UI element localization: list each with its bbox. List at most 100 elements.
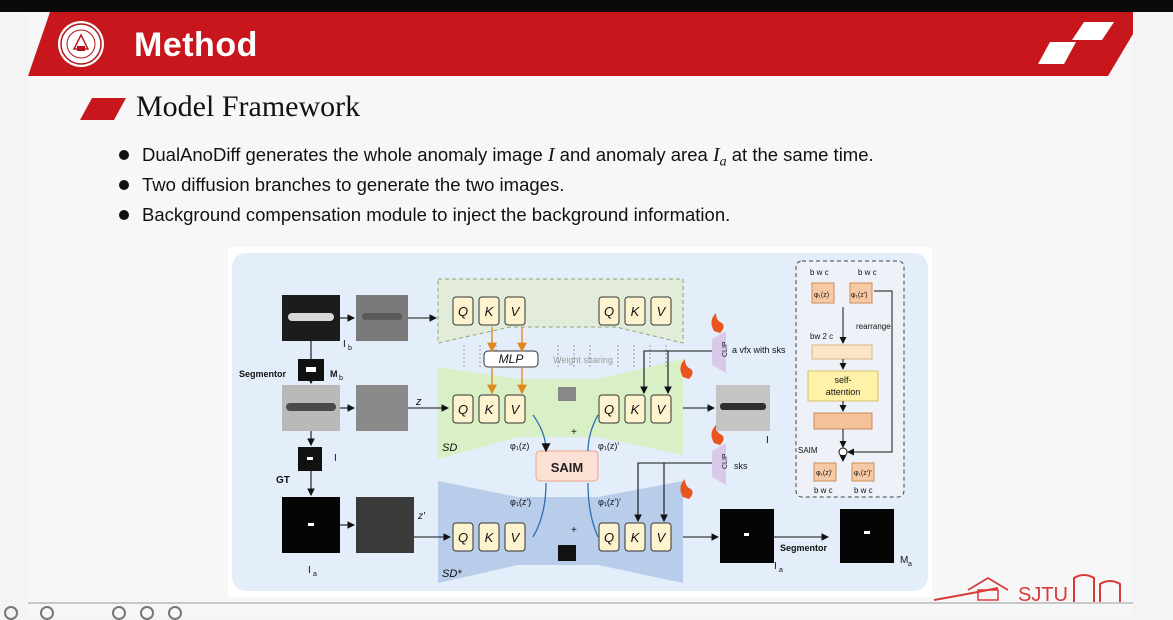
svg-text:φ₁(z)': φ₁(z)'	[598, 441, 619, 451]
subtitle-marker-icon	[80, 98, 126, 120]
svg-text:φ₁(z): φ₁(z)	[510, 441, 529, 451]
svg-text:a: a	[779, 567, 783, 574]
svg-text:SD: SD	[442, 442, 457, 454]
svg-text:V: V	[511, 402, 521, 417]
svg-text:φ₁(z')': φ₁(z')'	[598, 497, 621, 507]
svg-text:I: I	[774, 561, 777, 572]
svg-text:a: a	[908, 561, 912, 568]
header-deco-block-2	[1072, 22, 1114, 40]
clip-encoder-bottom	[712, 443, 726, 485]
svg-text:I: I	[308, 565, 311, 576]
svg-text:V: V	[511, 304, 521, 319]
header-band	[28, 12, 1133, 76]
svg-text:Q: Q	[604, 402, 614, 417]
svg-text:I: I	[343, 339, 346, 350]
latent-thumbnail-sd	[558, 387, 576, 401]
nav-prev-icon[interactable]	[4, 606, 18, 620]
top-black-bar	[0, 0, 1173, 12]
v-block-sd-left	[504, 394, 526, 424]
svg-text:φ₁(z'): φ₁(z')	[851, 292, 867, 299]
svg-text:Q: Q	[458, 304, 468, 319]
q-block-top-right	[598, 296, 620, 326]
svg-text:SAIM: SAIM	[798, 446, 818, 455]
bullet-item-2: Two diffusion branches to generate the t…	[116, 172, 1066, 202]
saim-block	[535, 450, 599, 482]
q-block-sd-right	[598, 394, 620, 424]
svg-text:V: V	[511, 530, 521, 545]
v-block-sdstar-left	[504, 522, 526, 552]
svg-text:K: K	[485, 402, 495, 417]
svg-text:CLIP: CLIP	[722, 341, 729, 357]
svg-text:+: +	[571, 525, 577, 536]
svg-text:b w c: b w c	[858, 268, 877, 277]
weight-sharing-unet-top	[437, 278, 684, 344]
svg-text:rearrange: rearrange	[856, 322, 891, 331]
k-block-sd-left	[478, 394, 500, 424]
svg-text:MLP: MLP	[499, 352, 524, 366]
v-block-sd-right	[650, 394, 672, 424]
v-block-top-right	[650, 296, 672, 326]
svg-text:φ₁(z'): φ₁(z')	[510, 497, 531, 507]
svg-text:Segmentor: Segmentor	[239, 369, 287, 379]
latent-thumbnail-sdstar	[558, 545, 576, 561]
svg-text:φ₁(z)': φ₁(z)'	[816, 470, 832, 477]
svg-text:V: V	[657, 402, 667, 417]
nav-next-icon[interactable]	[40, 606, 54, 620]
svg-text:K: K	[631, 402, 641, 417]
k-block-top-left	[478, 296, 500, 326]
concat-feature	[811, 344, 873, 360]
svg-text:Q: Q	[458, 530, 468, 545]
generated-mask-ma	[840, 509, 894, 563]
svg-text:z': z'	[417, 511, 426, 522]
sjtu-footer-logo-icon: SJTU	[933, 574, 1121, 606]
feature-cube-4	[851, 462, 875, 482]
feature-cube-2	[849, 282, 873, 304]
svg-text:CLIP: CLIP	[722, 453, 729, 469]
noised-anomaly-area-zprime	[356, 497, 414, 553]
svg-text:sks: sks	[734, 461, 748, 471]
svg-text:Q: Q	[604, 304, 614, 319]
svg-text:z: z	[415, 396, 422, 408]
svg-text:Segmentor: Segmentor	[780, 543, 828, 553]
nav-menu-icon[interactable]	[112, 606, 126, 620]
svg-text:V: V	[657, 530, 667, 545]
svg-text:SAIM: SAIM	[551, 460, 584, 475]
self-attention-block	[807, 370, 879, 402]
svg-text:I: I	[334, 453, 337, 464]
svg-text:Q: Q	[604, 530, 614, 545]
q-block-sdstar-left	[452, 522, 474, 552]
v-block-top-left	[504, 296, 526, 326]
k-block-top-right	[624, 296, 646, 326]
presentation-nav-bar	[0, 598, 1173, 620]
svg-text:self-: self-	[834, 375, 851, 385]
nav-more-icon[interactable]	[168, 606, 182, 620]
clip-encoder-top	[712, 331, 726, 373]
bullet-item-3: Background compensation module to inject…	[116, 202, 1066, 232]
svg-text:a: a	[313, 571, 317, 578]
svg-text:SD*: SD*	[442, 568, 462, 580]
svg-text:K: K	[485, 304, 495, 319]
q-block-sd-left	[452, 394, 474, 424]
bullet-list: DualAnoDiff generates the whole anomaly …	[116, 142, 1066, 232]
k-block-sdstar-left	[478, 522, 500, 552]
svg-text:b w c: b w c	[810, 268, 829, 277]
nav-zoom-icon[interactable]	[140, 606, 154, 620]
svg-text:b w c: b w c	[814, 486, 833, 495]
svg-text:GT: GT	[276, 475, 290, 486]
svg-text:b: b	[339, 375, 343, 382]
svg-text:M: M	[330, 369, 338, 379]
k-block-sdstar-right	[624, 522, 646, 552]
header-deco-block-1	[1038, 42, 1076, 64]
svg-text:K: K	[631, 530, 641, 545]
svg-text:b: b	[348, 345, 352, 352]
section-heading: Model Framework	[136, 90, 361, 123]
sd-star-unet-region	[438, 481, 683, 583]
feature-cube-1	[811, 282, 835, 304]
mlp-block	[483, 350, 539, 368]
svg-text:attention: attention	[826, 387, 861, 397]
svg-text:I: I	[766, 435, 769, 446]
svg-text:a vfx with sks: a vfx with sks	[732, 345, 786, 355]
flame-icon	[680, 313, 724, 499]
